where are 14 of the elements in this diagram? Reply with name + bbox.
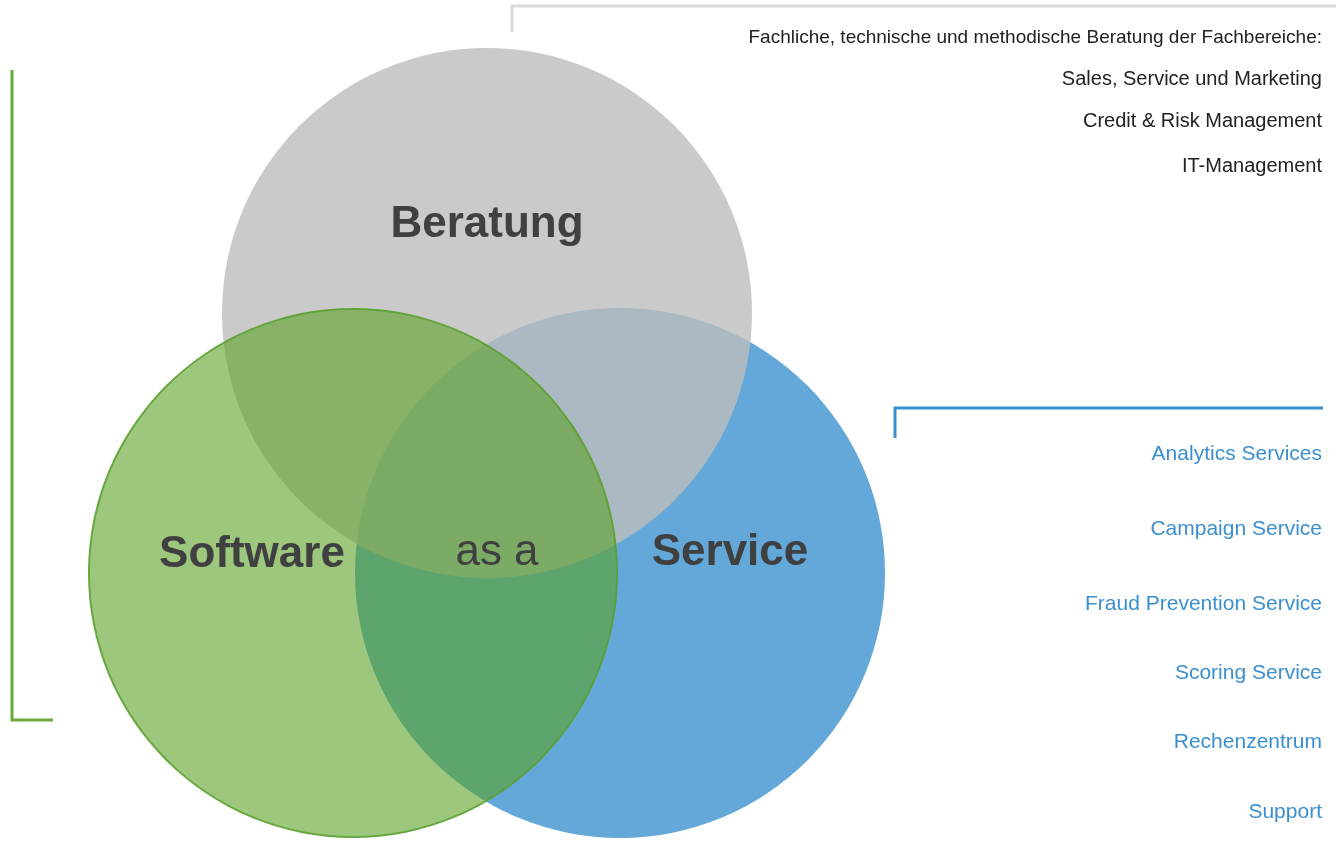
circle-label: Service — [651, 525, 809, 575]
list-item: Fraud Prevention Service — [1085, 591, 1322, 615]
list-item: Scoring Service — [1174, 660, 1322, 684]
list-item: IT-Management — [1181, 153, 1322, 177]
overlap-label: as a — [455, 525, 539, 575]
list-item: Rechenzentrum — [1173, 729, 1322, 753]
list-item: Analytics Services — [1151, 441, 1322, 465]
circle-label: Beratung — [390, 197, 584, 247]
list-item: Credit & Risk Management — [1083, 108, 1322, 132]
list-item: Support — [1248, 799, 1322, 823]
list-item: Campaign Service — [1150, 516, 1322, 540]
list-item: Sales, Service und Marketing — [1061, 66, 1322, 90]
list-heading: Fachliche, technische und methodische Beratung der Fachbereiche: — [748, 26, 1322, 48]
circle-label: Software — [159, 527, 345, 577]
